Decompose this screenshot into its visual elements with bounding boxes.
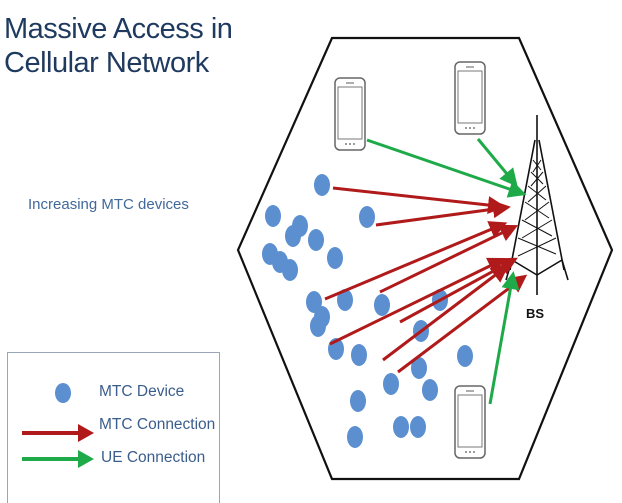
slide-title-line-1: Massive Access in [4, 13, 233, 45]
mtc-device [282, 259, 298, 281]
mtc-device [265, 205, 281, 227]
slide-title-line-2: Cellular Network [4, 47, 209, 79]
mtc-device [308, 229, 324, 251]
mtc-device [272, 251, 288, 273]
slide-title: Massive Access in Cellular Network [4, 12, 233, 80]
legend-mtc-device-icon [55, 383, 71, 403]
mtc-device [383, 373, 399, 395]
mtc-device [422, 379, 438, 401]
mtc-connection-arrow [379, 224, 519, 294]
mtc-connection-arrow [375, 200, 511, 227]
mtc-device [351, 344, 367, 366]
legend-ue-arrow-icon [22, 450, 94, 468]
ue-phone-icon [334, 77, 366, 151]
mtc-device [413, 320, 429, 342]
mtc-device [337, 289, 353, 311]
mtc-device [310, 315, 326, 337]
legend-ue-connection-label: UE Connection [101, 449, 206, 466]
mtc-connection-arrow [397, 274, 528, 374]
legend-mtc-device-label: MTC Device [99, 383, 185, 400]
mtc-connection-arrow [332, 186, 506, 214]
mtc-device [314, 306, 330, 328]
legend-symbols [22, 383, 94, 468]
subtitle: Increasing MTC devices [28, 196, 189, 213]
mtc-connection-arrow [324, 221, 508, 301]
mtc-device [285, 225, 301, 247]
mtc-device [292, 215, 308, 237]
mtc-device [411, 357, 427, 379]
legend: MTC Device MTC Connection UE Connection [7, 352, 220, 503]
cell-hexagon [236, 36, 614, 481]
mtc-connection-arrow [382, 264, 510, 362]
legend-mtc-arrow-icon [22, 424, 94, 442]
mtc-device [393, 416, 409, 438]
mtc-device [306, 291, 322, 313]
ue-phone-icon [454, 61, 486, 135]
legend-mtc-connection-label: MTC Connection [99, 416, 216, 433]
mtc-connection-arrow [329, 257, 507, 346]
mtc-device [328, 338, 344, 360]
mtc-device [374, 294, 390, 316]
mtc-device [457, 345, 473, 367]
mtc-device [314, 174, 330, 196]
mtc-device [262, 243, 278, 265]
mtc-device [359, 206, 375, 228]
ue-connection-arrow [476, 138, 518, 187]
bs-label: BS [526, 306, 544, 321]
mtc-device [410, 416, 426, 438]
mtc-device [347, 426, 363, 448]
mtc-connection-arrow [399, 257, 518, 324]
ue-connection-arrow [366, 138, 527, 198]
ue-phone-icon [454, 385, 486, 459]
ue-connection-arrow [488, 271, 520, 405]
mtc-device [350, 390, 366, 412]
mtc-device [327, 247, 343, 269]
base-station-tower-icon [505, 115, 569, 295]
mtc-device [432, 289, 448, 311]
